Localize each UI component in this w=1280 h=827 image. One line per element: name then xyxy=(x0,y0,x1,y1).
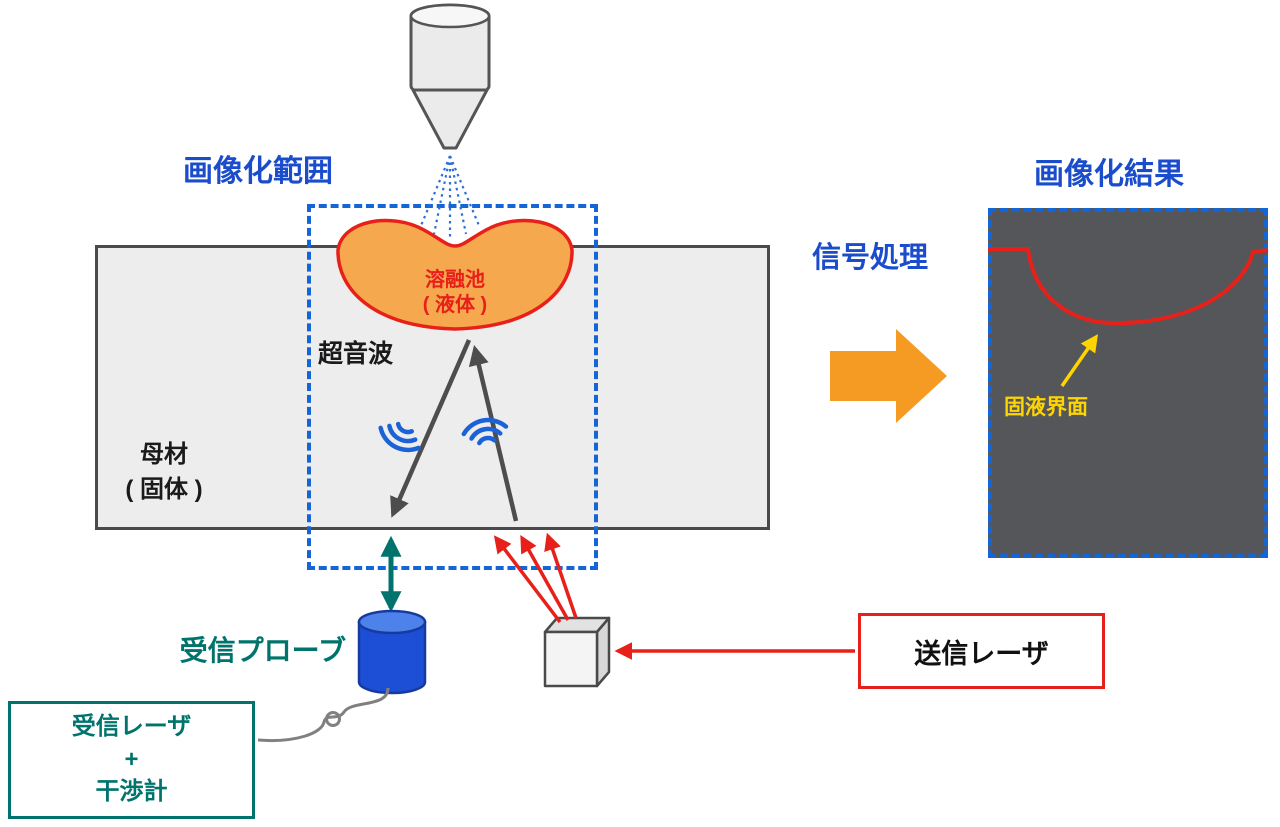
signal-processing-arrow xyxy=(830,329,947,423)
ultrasonic-label: 超音波 xyxy=(318,340,394,368)
fiber-cable xyxy=(257,687,390,743)
welding-torch-icon xyxy=(409,3,491,150)
imaging-range-box xyxy=(307,204,598,570)
transmit-laser-head-icon xyxy=(543,616,611,688)
transmit-laser-box: 送信レーザ xyxy=(858,613,1105,689)
imaging-result-panel xyxy=(988,208,1268,558)
base-material-label: 母材 ( 固体 ) xyxy=(125,441,203,503)
imaging-result-label: 画像化結果 xyxy=(1034,158,1184,191)
receiving-laser-box: 受信レーザ + 干渉計 xyxy=(8,701,255,819)
signal-processing-label: 信号処理 xyxy=(812,242,929,274)
receiving-probe-label: 受信プローブ xyxy=(179,635,346,666)
transmit-laser-label: 送信レーザ xyxy=(914,638,1049,669)
melt-pool-label: 溶融池 ( 液体 ) xyxy=(422,269,488,316)
solid-liquid-interface-label: 固液界面 xyxy=(1004,396,1088,419)
receiving-probe-icon xyxy=(357,609,427,695)
imaging-range-label: 画像化範囲 xyxy=(183,155,333,188)
